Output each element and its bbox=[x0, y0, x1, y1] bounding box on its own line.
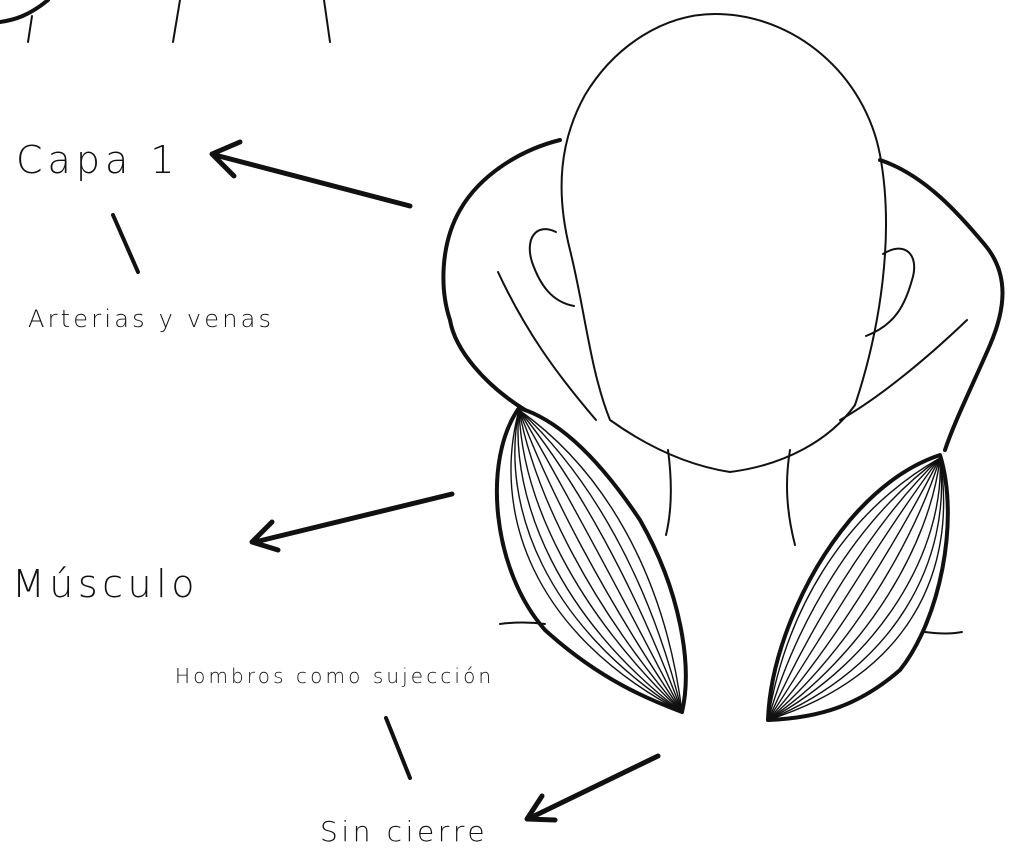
head-outline bbox=[562, 14, 886, 472]
top-sketch-fragment bbox=[0, 0, 330, 42]
label-musculo: Músculo bbox=[12, 562, 199, 606]
arrow-musculo bbox=[252, 494, 452, 550]
right-ear bbox=[866, 249, 914, 336]
left-muscle bbox=[497, 408, 686, 712]
label-capa: Capa 1 bbox=[16, 138, 179, 182]
arrow-capa bbox=[212, 142, 410, 206]
figure-drawing bbox=[443, 14, 1002, 634]
right-muscle bbox=[768, 455, 948, 720]
label-sin-cierre: Sin cierre bbox=[320, 815, 488, 848]
body-outline bbox=[443, 140, 560, 410]
connector-hombros bbox=[386, 718, 410, 778]
label-hombros: Hombros como sujección bbox=[175, 664, 494, 688]
arrow-sin-cierre bbox=[527, 756, 658, 820]
label-arterias-venas: Arterias y venas bbox=[28, 305, 274, 333]
connector-capa bbox=[113, 215, 138, 272]
